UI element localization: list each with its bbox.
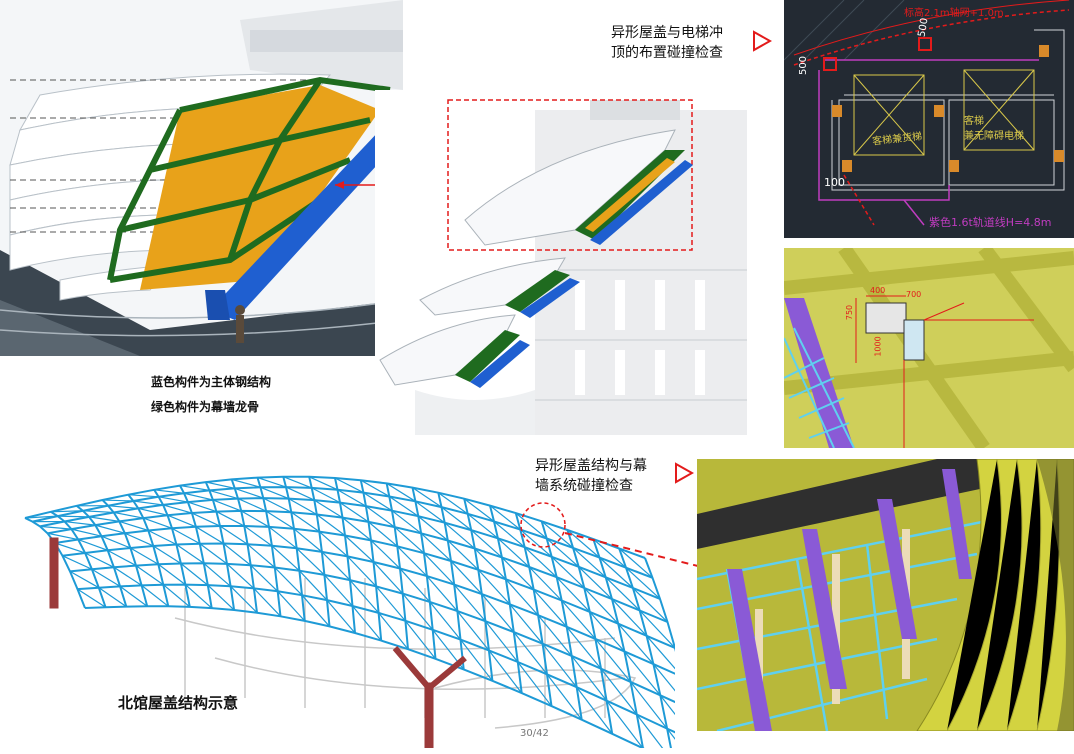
elevator-check-line1: 异形屋盖与电梯冲 — [611, 25, 723, 41]
dim-1000: 1000 — [873, 336, 883, 357]
column-left — [49, 537, 59, 609]
column-right — [424, 682, 434, 748]
cad-top-text: 标高2.1m轴网+1.0m — [904, 8, 1004, 19]
legend-blue-text: 蓝色构件为主体钢结构 — [151, 375, 272, 389]
curtain-check-line1: 异形屋盖结构与幕 — [535, 458, 647, 474]
roof-truss-grid — [24, 475, 675, 748]
cad-dim-100: 100 — [824, 176, 845, 189]
page-number: 30/42 — [520, 728, 549, 739]
cad-bottom-text: 紫色1.6t轨道线H=4.8m — [929, 216, 1052, 229]
triangle-marker-icon — [753, 30, 772, 52]
dim-400: 400 — [870, 286, 886, 295]
dim-750: 750 — [845, 304, 855, 321]
elevator-check-line2: 顶的布置碰撞检查 — [611, 45, 723, 61]
north-hall-truss: 30/42 — [15, 438, 675, 748]
dim-700: 700 — [906, 290, 922, 299]
cad-elevator-plan: 标高2.1m轴网+1.0m 客梯兼货梯 客梯 兼无障碍电梯 紫色1.6t轨道线H… — [784, 0, 1074, 238]
north-hall-title: 北馆屋盖结构示意 — [118, 694, 239, 712]
column-right-branches — [392, 646, 467, 691]
roof-closeup-render — [0, 0, 403, 356]
building-section-render — [375, 90, 747, 435]
curtain-collision-render — [697, 459, 1074, 731]
legend-green-text: 绿色构件为幕墙龙骨 — [151, 400, 260, 414]
collision-detail-3d: 400 700 750 1000 — [784, 248, 1074, 448]
cad-dim-500: 500 — [798, 55, 810, 76]
cad-room-right: 客梯 兼无障碍电梯 — [964, 116, 1024, 142]
triangle-marker-icon-2 — [675, 462, 694, 484]
curtain-check-line2: 墙系统碰撞检查 — [535, 478, 633, 494]
